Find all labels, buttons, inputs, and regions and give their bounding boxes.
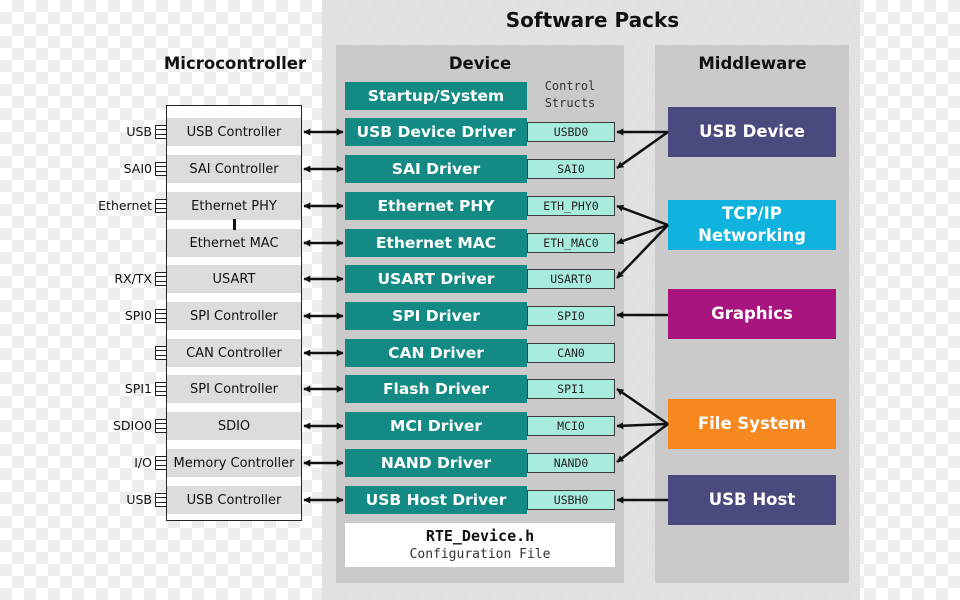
struct-usbh0: USBH0	[527, 490, 615, 510]
struct-spi0: SPI0	[527, 306, 615, 326]
control-structs-label: Control Structs	[532, 78, 608, 112]
config-file-name: RTE_Device.h	[425, 527, 535, 545]
pin-connector-sdio0	[155, 419, 166, 433]
pin-connector-sai0	[155, 162, 166, 176]
middleware-tcpip-networking: TCP/IP Networking	[668, 200, 836, 250]
driver-mci: MCI Driver	[345, 412, 527, 440]
pin-label-spi1: SPI1	[124, 381, 152, 396]
middleware-usb-host: USB Host	[668, 475, 836, 525]
middleware-file-system: File System	[668, 399, 836, 449]
pin-label-usb-host: USB	[126, 492, 152, 507]
arrow-usbdev-sai0	[616, 130, 669, 170]
phy-mac-link	[233, 219, 236, 230]
struct-mci0: MCI0	[527, 416, 615, 436]
driver-usart: USART Driver	[345, 265, 527, 293]
struct-eth-mac0: ETH_MAC0	[527, 233, 615, 253]
mcu-row-spi-controller: SPI Controller	[167, 302, 301, 330]
pin-label-usb: USB	[126, 124, 152, 139]
driver-usb-host: USB Host Driver	[345, 486, 527, 514]
arrow-tcpip-ethmac	[616, 223, 669, 245]
arrow-fs-mci0	[616, 422, 669, 430]
mcu-row-usb-controller-host: USB Controller	[167, 486, 301, 514]
arrow-fs-nand0	[616, 422, 669, 464]
mcu-row-spi-controller-2: SPI Controller	[167, 375, 301, 403]
driver-sai: SAI Driver	[345, 155, 527, 183]
pin-label-spi0: SPI0	[124, 308, 152, 323]
pin-connector-rxtx	[155, 272, 166, 286]
struct-usart0: USART0	[527, 269, 615, 289]
mcu-row-usart: USART	[167, 265, 301, 293]
control-structs-line2: Structs	[544, 96, 596, 110]
software-packs-title: Software Packs	[505, 8, 680, 32]
pin-connector-io	[155, 456, 166, 470]
pin-connector-can	[155, 346, 166, 360]
pin-label-sdio0: SDIO0	[112, 418, 152, 433]
startup-system-block: Startup/System	[345, 82, 527, 110]
pin-connector-spi1	[155, 382, 166, 396]
struct-spi1: SPI1	[527, 379, 615, 399]
device-title: Device	[448, 54, 512, 73]
struct-nand0: NAND0	[527, 453, 615, 473]
driver-flash: Flash Driver	[345, 375, 527, 403]
arrow-tcpip-ethphy	[616, 204, 669, 227]
config-file-box: RTE_Device.h Configuration File	[345, 523, 615, 567]
control-structs-line1: Control	[544, 79, 596, 93]
pin-connector-ethernet	[155, 199, 166, 213]
arrow-fs-spi1	[616, 387, 669, 426]
mcu-row-ethernet-mac: Ethernet MAC	[167, 229, 301, 257]
microcontroller-title: Microcontroller	[163, 54, 307, 73]
struct-eth-phy0: ETH_PHY0	[527, 196, 615, 216]
config-file-desc: Configuration File	[409, 547, 551, 562]
mcu-row-memory-controller: Memory Controller	[167, 449, 301, 477]
pin-label-ethernet: Ethernet	[98, 198, 152, 213]
middleware-title: Middleware	[698, 54, 807, 73]
pin-connector-spi0	[155, 309, 166, 323]
driver-nand: NAND Driver	[345, 449, 527, 477]
mcu-row-ethernet-phy: Ethernet PHY	[167, 192, 301, 220]
struct-can0: CAN0	[527, 343, 615, 363]
struct-usbd0: USBD0	[527, 122, 615, 142]
tcpip-line1: TCP/IP	[722, 204, 782, 223]
driver-usb-device: USB Device Driver	[345, 118, 527, 146]
middleware-graphics: Graphics	[668, 289, 836, 339]
mcu-row-usb-controller: USB Controller	[167, 118, 301, 146]
driver-spi: SPI Driver	[345, 302, 527, 330]
mcu-row-sai-controller: SAI Controller	[167, 155, 301, 183]
mcu-row-sdio: SDIO	[167, 412, 301, 440]
struct-sai0: SAI0	[527, 159, 615, 179]
pin-label-io: I/O	[134, 455, 152, 470]
arrow-tcpip-usart	[616, 224, 669, 279]
pin-label-rxtx: RX/TX	[114, 271, 152, 286]
tcpip-line2: Networking	[698, 226, 806, 245]
driver-can: CAN Driver	[345, 339, 527, 367]
pin-label-sai0: SAI0	[123, 161, 152, 176]
middleware-usb-device: USB Device	[668, 107, 836, 157]
pin-connector-usb-host	[155, 493, 166, 507]
driver-ethernet-mac: Ethernet MAC	[345, 229, 527, 257]
pin-connector-usb	[155, 125, 166, 139]
mcu-row-can-controller: CAN Controller	[167, 339, 301, 367]
driver-ethernet-phy: Ethernet PHY	[345, 192, 527, 220]
